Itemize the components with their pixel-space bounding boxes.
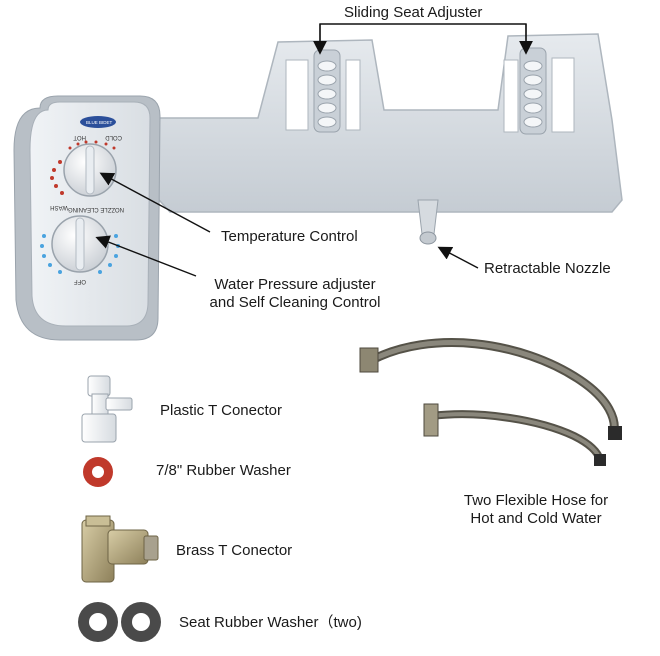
label-water-pressure-line1: Water Pressure adjuster: [214, 276, 376, 293]
brand-logo-text: BLUE BIDET: [86, 120, 113, 125]
label-brass-t-connector: Brass T Conector: [176, 542, 293, 559]
flexible-hoses: [359, 338, 622, 466]
seat-rubber-washers: [78, 602, 161, 642]
red-rubber-washer: [83, 457, 113, 487]
label-seat-rubber-washer: Seat Rubber Washer（two): [179, 614, 362, 631]
label-retractable-nozzle: Retractable Nozzle: [484, 260, 611, 277]
panel-cold-text: COLD: [105, 134, 122, 140]
panel-hot-text: HOT: [73, 134, 86, 140]
label-rubber-washer: 7/8" Rubber Washer: [156, 462, 291, 479]
panel-wash-text: WASH: [50, 204, 68, 210]
pointer-lines: [95, 23, 533, 277]
label-temperature-control: Temperature Control: [221, 228, 358, 245]
label-water-pressure: Water Pressure adjuster and Self Cleanin…: [188, 276, 402, 312]
panel-off-text: OFF: [74, 278, 86, 284]
pressure-dial: [40, 215, 120, 274]
plastic-t-connector: [81, 375, 133, 443]
panel-nozzle-cleaning-text: NOZZLE CLEANING: [68, 206, 124, 212]
label-flexible-hose-line1: Two Flexible Hose for: [463, 492, 609, 509]
label-water-pressure-line2: and Self Cleaning Control: [209, 294, 381, 311]
label-sliding-seat-adjuster: Sliding Seat Adjuster: [344, 4, 483, 21]
label-plastic-t-connector: Plastic T Conector: [160, 402, 282, 419]
control-panel: [13, 95, 161, 341]
label-flexible-hose: Two Flexible Hose for Hot and Cold Water: [432, 492, 640, 528]
bidet-body: [149, 33, 623, 245]
brass-t-connector: [81, 515, 159, 583]
label-flexible-hose-line2: Hot and Cold Water: [470, 510, 602, 527]
